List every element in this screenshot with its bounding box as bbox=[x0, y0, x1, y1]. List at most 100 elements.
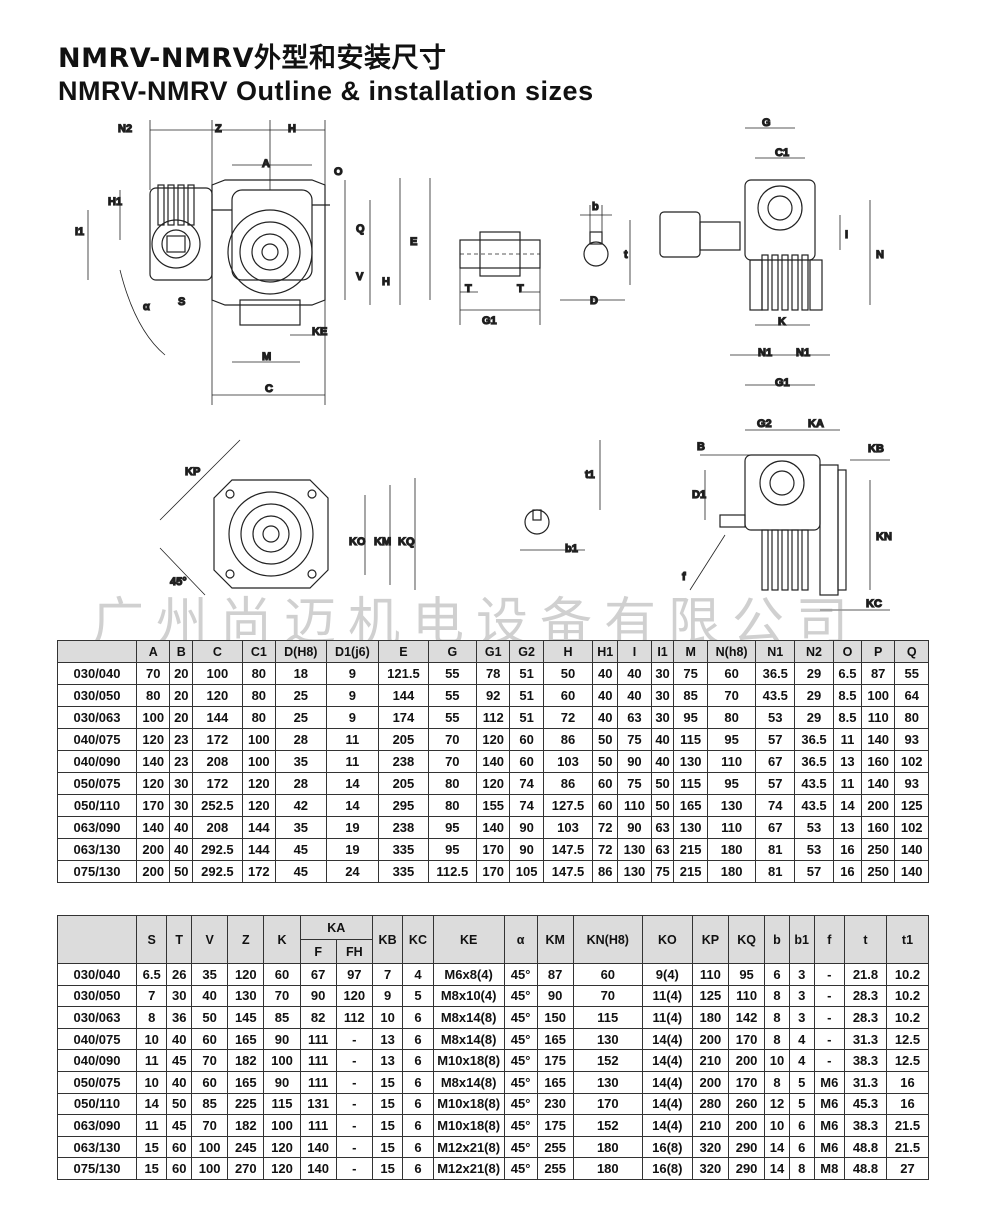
label-q: Q bbox=[356, 223, 365, 235]
table-cell: 125 bbox=[691, 984, 729, 1008]
table-cell: 6 bbox=[402, 1114, 434, 1137]
table-cell: 60 bbox=[706, 662, 757, 685]
table-cell: 30 bbox=[169, 794, 194, 817]
label-o: O bbox=[334, 166, 343, 178]
table-cell: 100 bbox=[263, 1049, 301, 1072]
table-cell: 5 bbox=[788, 1092, 815, 1116]
table-cell: 160 bbox=[860, 816, 896, 839]
label-d: D bbox=[590, 295, 598, 307]
table-cell: 36.5 bbox=[794, 750, 834, 773]
table-cell: 13 bbox=[371, 1027, 404, 1051]
table-cell: 10.2 bbox=[885, 963, 930, 986]
table-cell: 40 bbox=[166, 1070, 193, 1094]
table-cell: 200 bbox=[727, 1114, 766, 1137]
table-cell: 125 bbox=[894, 794, 929, 817]
table-cell: 29 bbox=[794, 662, 834, 685]
label-h1: H1 bbox=[108, 196, 122, 208]
table-cell: 165 bbox=[227, 1027, 265, 1051]
table-cell: M8 bbox=[813, 1157, 846, 1180]
table-cell: 16 bbox=[885, 1070, 930, 1094]
table-cell: 74 bbox=[755, 794, 796, 817]
table-cell: 6 bbox=[402, 1006, 434, 1029]
table-cell: 10 bbox=[764, 1049, 790, 1072]
table-cell: 182 bbox=[227, 1049, 265, 1072]
label-kp: KP bbox=[185, 466, 200, 478]
table-cell: 50 bbox=[166, 1092, 193, 1116]
model-cell: 030/063 bbox=[57, 1006, 137, 1029]
model-cell: 050/075 bbox=[57, 772, 137, 795]
table-cell: 120 bbox=[335, 984, 373, 1008]
table-cell: 140 bbox=[299, 1157, 337, 1180]
table1-header-cell: N1 bbox=[755, 640, 796, 663]
table-cell: 60 bbox=[572, 963, 643, 986]
table-cell: 120 bbox=[241, 794, 277, 817]
table-cell: 9 bbox=[325, 706, 380, 729]
table-cell: 6 bbox=[788, 1135, 815, 1159]
table-cell: 255 bbox=[536, 1135, 574, 1159]
table2-header-cell: KM bbox=[536, 915, 574, 964]
label-i1: I1 bbox=[75, 226, 84, 238]
table-cell: 38.3 bbox=[844, 1114, 887, 1137]
table-cell: 90 bbox=[617, 816, 652, 839]
table-cell: 120 bbox=[263, 1157, 301, 1180]
model-cell: 063/090 bbox=[57, 816, 137, 839]
table-cell: M8x14(8) bbox=[432, 1006, 505, 1029]
table-cell: 210 bbox=[691, 1114, 729, 1137]
table-cell: 45° bbox=[503, 1027, 538, 1051]
table-cell: 165 bbox=[673, 794, 708, 817]
table-cell: 100 bbox=[241, 750, 277, 773]
table2-header-cell: t1 bbox=[885, 915, 930, 964]
table-cell: 50 bbox=[542, 662, 594, 685]
table-cell: M12x21(8) bbox=[432, 1157, 505, 1180]
table-cell: 208 bbox=[192, 816, 243, 839]
table-cell: 115 bbox=[263, 1092, 301, 1116]
table-cell: 140 bbox=[135, 816, 171, 839]
table-cell: 280 bbox=[691, 1092, 729, 1116]
table2-header-cell: KA bbox=[299, 915, 373, 940]
table-cell: 45° bbox=[503, 1092, 538, 1116]
table-cell: 14 bbox=[832, 794, 862, 817]
table-cell: 250 bbox=[860, 838, 896, 861]
table-cell: 295 bbox=[378, 794, 429, 817]
table-cell: 15 bbox=[135, 1135, 168, 1159]
table-cell: 180 bbox=[706, 860, 757, 883]
table-cell: 320 bbox=[691, 1135, 729, 1159]
table-cell: 180 bbox=[572, 1157, 643, 1180]
table-cell: 14(4) bbox=[641, 1092, 693, 1116]
table-cell: 51 bbox=[509, 706, 544, 729]
table1-header-cell: P bbox=[860, 640, 896, 663]
table-cell: 150 bbox=[536, 1006, 574, 1029]
table-cell: 110 bbox=[691, 963, 729, 986]
table2-header-cell bbox=[57, 915, 137, 964]
table-cell: 210 bbox=[691, 1049, 729, 1072]
table-cell: 80 bbox=[135, 684, 171, 707]
table2-header-cell: b bbox=[764, 915, 790, 964]
table1-header-cell: H1 bbox=[592, 640, 619, 663]
page-title-english: NMRV-NMRV Outline & installation sizes bbox=[58, 76, 594, 106]
table-cell: 45 bbox=[275, 860, 327, 883]
table2-header-cell: Z bbox=[227, 915, 265, 964]
table-cell: 80 bbox=[241, 706, 277, 729]
table-cell: 200 bbox=[135, 860, 171, 883]
table-cell: M6x8(4) bbox=[432, 963, 505, 986]
table-cell: 45° bbox=[503, 984, 538, 1008]
table-cell: 60 bbox=[592, 794, 619, 817]
label-t1: t1 bbox=[585, 469, 595, 481]
table1-header-cell: Q bbox=[894, 640, 929, 663]
table2-subheader-cell: F bbox=[299, 939, 337, 964]
table-cell: 165 bbox=[536, 1070, 574, 1094]
table1-header-cell: N(h8) bbox=[706, 640, 757, 663]
table-cell: 40 bbox=[650, 750, 675, 773]
table-cell: 80 bbox=[241, 684, 277, 707]
model-cell: 040/075 bbox=[57, 728, 137, 751]
table-cell: 60 bbox=[191, 1070, 229, 1094]
table-cell: 144 bbox=[192, 706, 243, 729]
keyway-section bbox=[560, 205, 631, 301]
table-cell: 86 bbox=[542, 772, 594, 795]
table-cell: 112 bbox=[335, 1006, 373, 1029]
